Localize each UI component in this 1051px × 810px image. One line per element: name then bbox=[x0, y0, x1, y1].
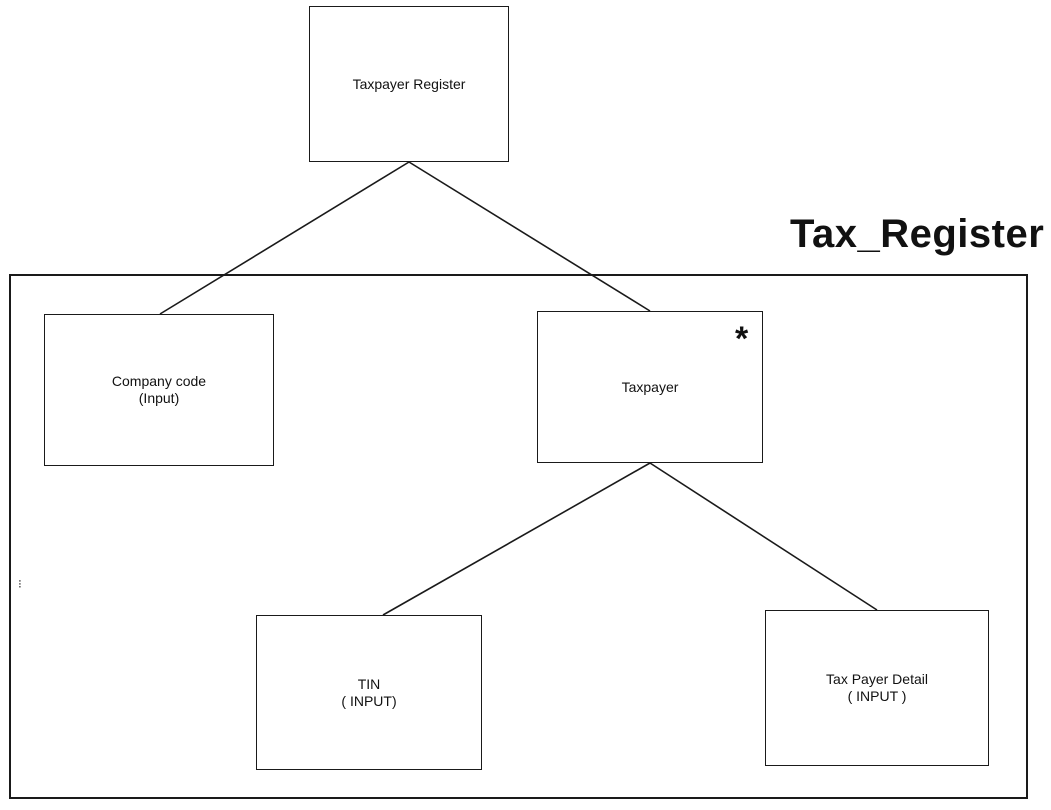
edge-root-taxpayer bbox=[408, 161, 651, 312]
node-taxpayer-register: Taxpayer Register bbox=[309, 6, 509, 162]
node-label: Taxpayer bbox=[621, 378, 679, 395]
node-label: Tax Payer Detail bbox=[826, 671, 928, 687]
node-tin: TIN ( INPUT) bbox=[256, 615, 482, 770]
node-company-code: Company code (Input) bbox=[44, 314, 274, 466]
node-label: Taxpayer Register bbox=[352, 75, 466, 92]
tax-register-frame bbox=[9, 274, 1028, 799]
frame-title: Tax_Register bbox=[790, 212, 1045, 256]
node-sublabel: ( INPUT) bbox=[341, 692, 397, 709]
node-taxpayer: Taxpayer bbox=[537, 311, 763, 463]
node-sublabel: ( INPUT ) bbox=[847, 688, 907, 704]
node-label: TIN bbox=[357, 675, 381, 692]
edge-root-company bbox=[159, 161, 410, 315]
node-label: Company code bbox=[111, 373, 207, 389]
edge-taxpayer-detail bbox=[649, 462, 878, 611]
node-taxpayer-detail: Tax Payer Detail ( INPUT ) bbox=[765, 610, 989, 766]
node-sublabel: (Input) bbox=[138, 390, 180, 406]
iteration-marker: * bbox=[735, 320, 749, 358]
edge-taxpayer-tin bbox=[382, 462, 651, 616]
scan-artifact: ⁝ bbox=[18, 577, 22, 591]
